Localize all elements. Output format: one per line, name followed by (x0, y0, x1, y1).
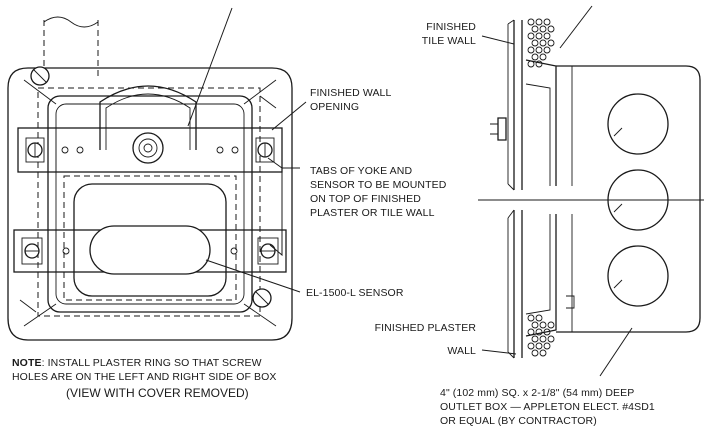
side-view (478, 5, 704, 377)
note-prefix: NOTE (12, 357, 42, 369)
label-tabs-1: TABS OF YOKE AND (310, 165, 412, 177)
conduit-dashed (43, 16, 99, 80)
note-line-1-text: : INSTALL PLASTER RING SO THAT SCREW (42, 357, 262, 369)
label-tabs-4: PLASTER OR TILE WALL (310, 207, 435, 219)
label-tabs-3: ON TOP OF FINISHED (310, 193, 421, 205)
label-plaster-wall-2: WALL (447, 345, 476, 357)
yoke-bar (17, 127, 283, 173)
wall-section (513, 20, 523, 358)
wall-hatching-bottom (527, 314, 555, 357)
label-tabs-2: SENSOR TO BE MOUNTED (310, 179, 447, 191)
plaster-ring-side (525, 59, 557, 337)
label-finished-wall-opening-2: OPENING (310, 101, 359, 113)
yoke (99, 85, 197, 150)
center-stud (132, 132, 164, 164)
label-box-3: OR EQUAL (BY CONTRACTOR) (440, 415, 597, 427)
note-line-1: NOTE: INSTALL PLASTER RING SO THAT SCREW (12, 357, 262, 369)
note-line-3: (VIEW WITH COVER REMOVED) (66, 386, 249, 400)
wall-opening-dashed (37, 87, 261, 317)
label-tile-wall-2: TILE WALL (422, 35, 476, 47)
knockouts (607, 93, 669, 307)
label-tile-wall-1: FINISHED (426, 21, 476, 33)
sensor-screws (21, 237, 279, 265)
label-plaster-wall-1: FINISHED PLASTER (375, 322, 477, 334)
corner-screws (19, 66, 277, 327)
note-line-2: HOLES ARE ON THE LEFT AND RIGHT SIDE OF … (12, 371, 277, 383)
yoke-screws-top (25, 137, 275, 163)
outlet-box-side (556, 65, 701, 333)
sensor-lens (89, 225, 211, 275)
label-box-1: 4" (102 mm) SQ. x 2-1/8" (54 mm) DEEP (440, 387, 634, 399)
outlet-box-outline (7, 67, 293, 341)
sensor-plate (73, 183, 227, 297)
label-finished-wall-opening-1: FINISHED WALL (310, 87, 391, 99)
label-box-2: OUTLET BOX — APPLETON ELECT. #4SD1 (440, 401, 655, 413)
plaster-ring (47, 95, 253, 313)
wall-hatching-top (527, 18, 555, 68)
label-sensor: EL-1500-L SENSOR (306, 287, 404, 299)
front-view (7, 7, 307, 341)
